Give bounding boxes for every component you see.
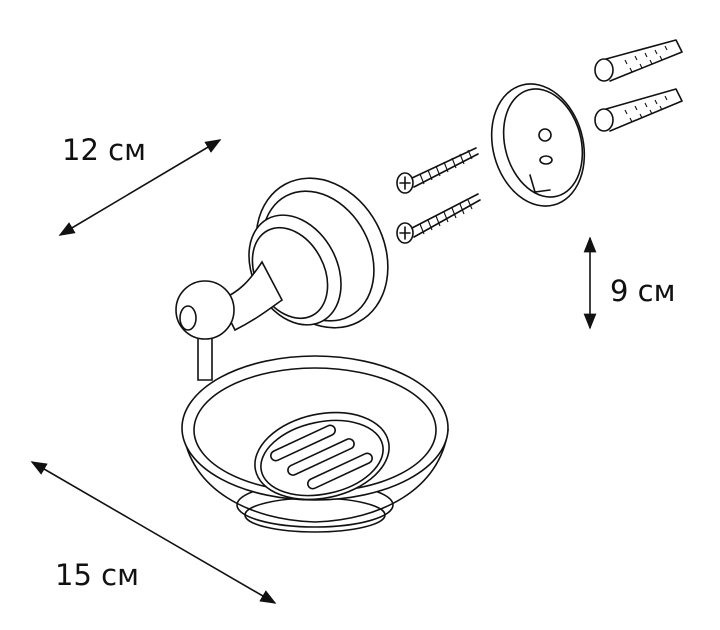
depth-label: 12 см: [62, 133, 146, 167]
wall-anchor: [594, 39, 683, 82]
width-dimension-arrow: [30, 461, 277, 604]
height-label: 9 см: [610, 274, 676, 308]
wall-anchor: [594, 88, 683, 132]
width-label: 15 см: [55, 558, 139, 592]
screw: [396, 147, 479, 194]
screw: [396, 193, 481, 244]
soap-grate: [254, 411, 390, 501]
ball-knob: [175, 280, 235, 340]
depth-dimension-arrow: [58, 139, 222, 236]
wall-rosette: [218, 177, 389, 332]
mounting-plate: [490, 83, 586, 207]
